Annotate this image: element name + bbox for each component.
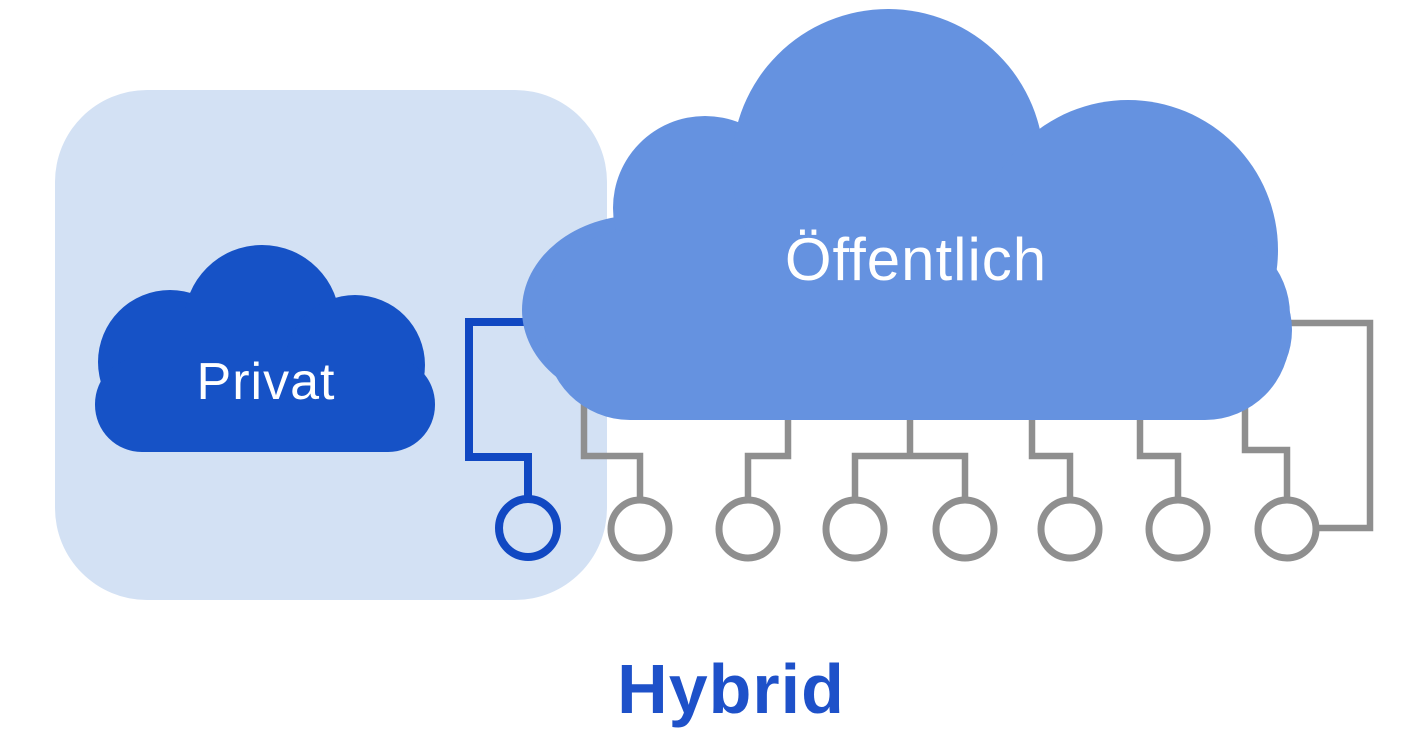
connector-node-6 [1136,398,1182,500]
connector-node-5 [1028,400,1074,500]
connector-hybrid-blue [465,318,540,499]
connector-node-2 [744,400,792,500]
public-node-ring-3 [822,496,888,562]
gray-nodes [607,496,1320,562]
public-node-ring-2 [715,496,781,562]
private-cloud-label: Privat [197,353,336,411]
caption-hybrid: Hybrid [617,650,845,728]
private-cloud [95,245,435,452]
blue-node [495,495,561,561]
gray-connectors [580,319,1374,532]
public-node-ring-1 [607,496,673,562]
public-cloud-body [545,230,1290,420]
hybrid-link [465,318,561,561]
private-node-ring [495,495,561,561]
public-cloud-label: Öffentlich [785,226,1047,293]
public-node-ring-6 [1145,496,1211,562]
public-cloud [522,9,1292,420]
private-cloud-body [95,357,435,452]
connector-t-bar-nodes-3-4 [851,452,969,500]
public-node-ring-7 [1254,496,1320,562]
connector-node-1 [580,390,644,500]
connector-wraparound [1280,319,1374,532]
connector-node-7 [1241,392,1291,500]
public-node-ring-5 [1037,496,1103,562]
public-node-ring-4 [932,496,998,562]
